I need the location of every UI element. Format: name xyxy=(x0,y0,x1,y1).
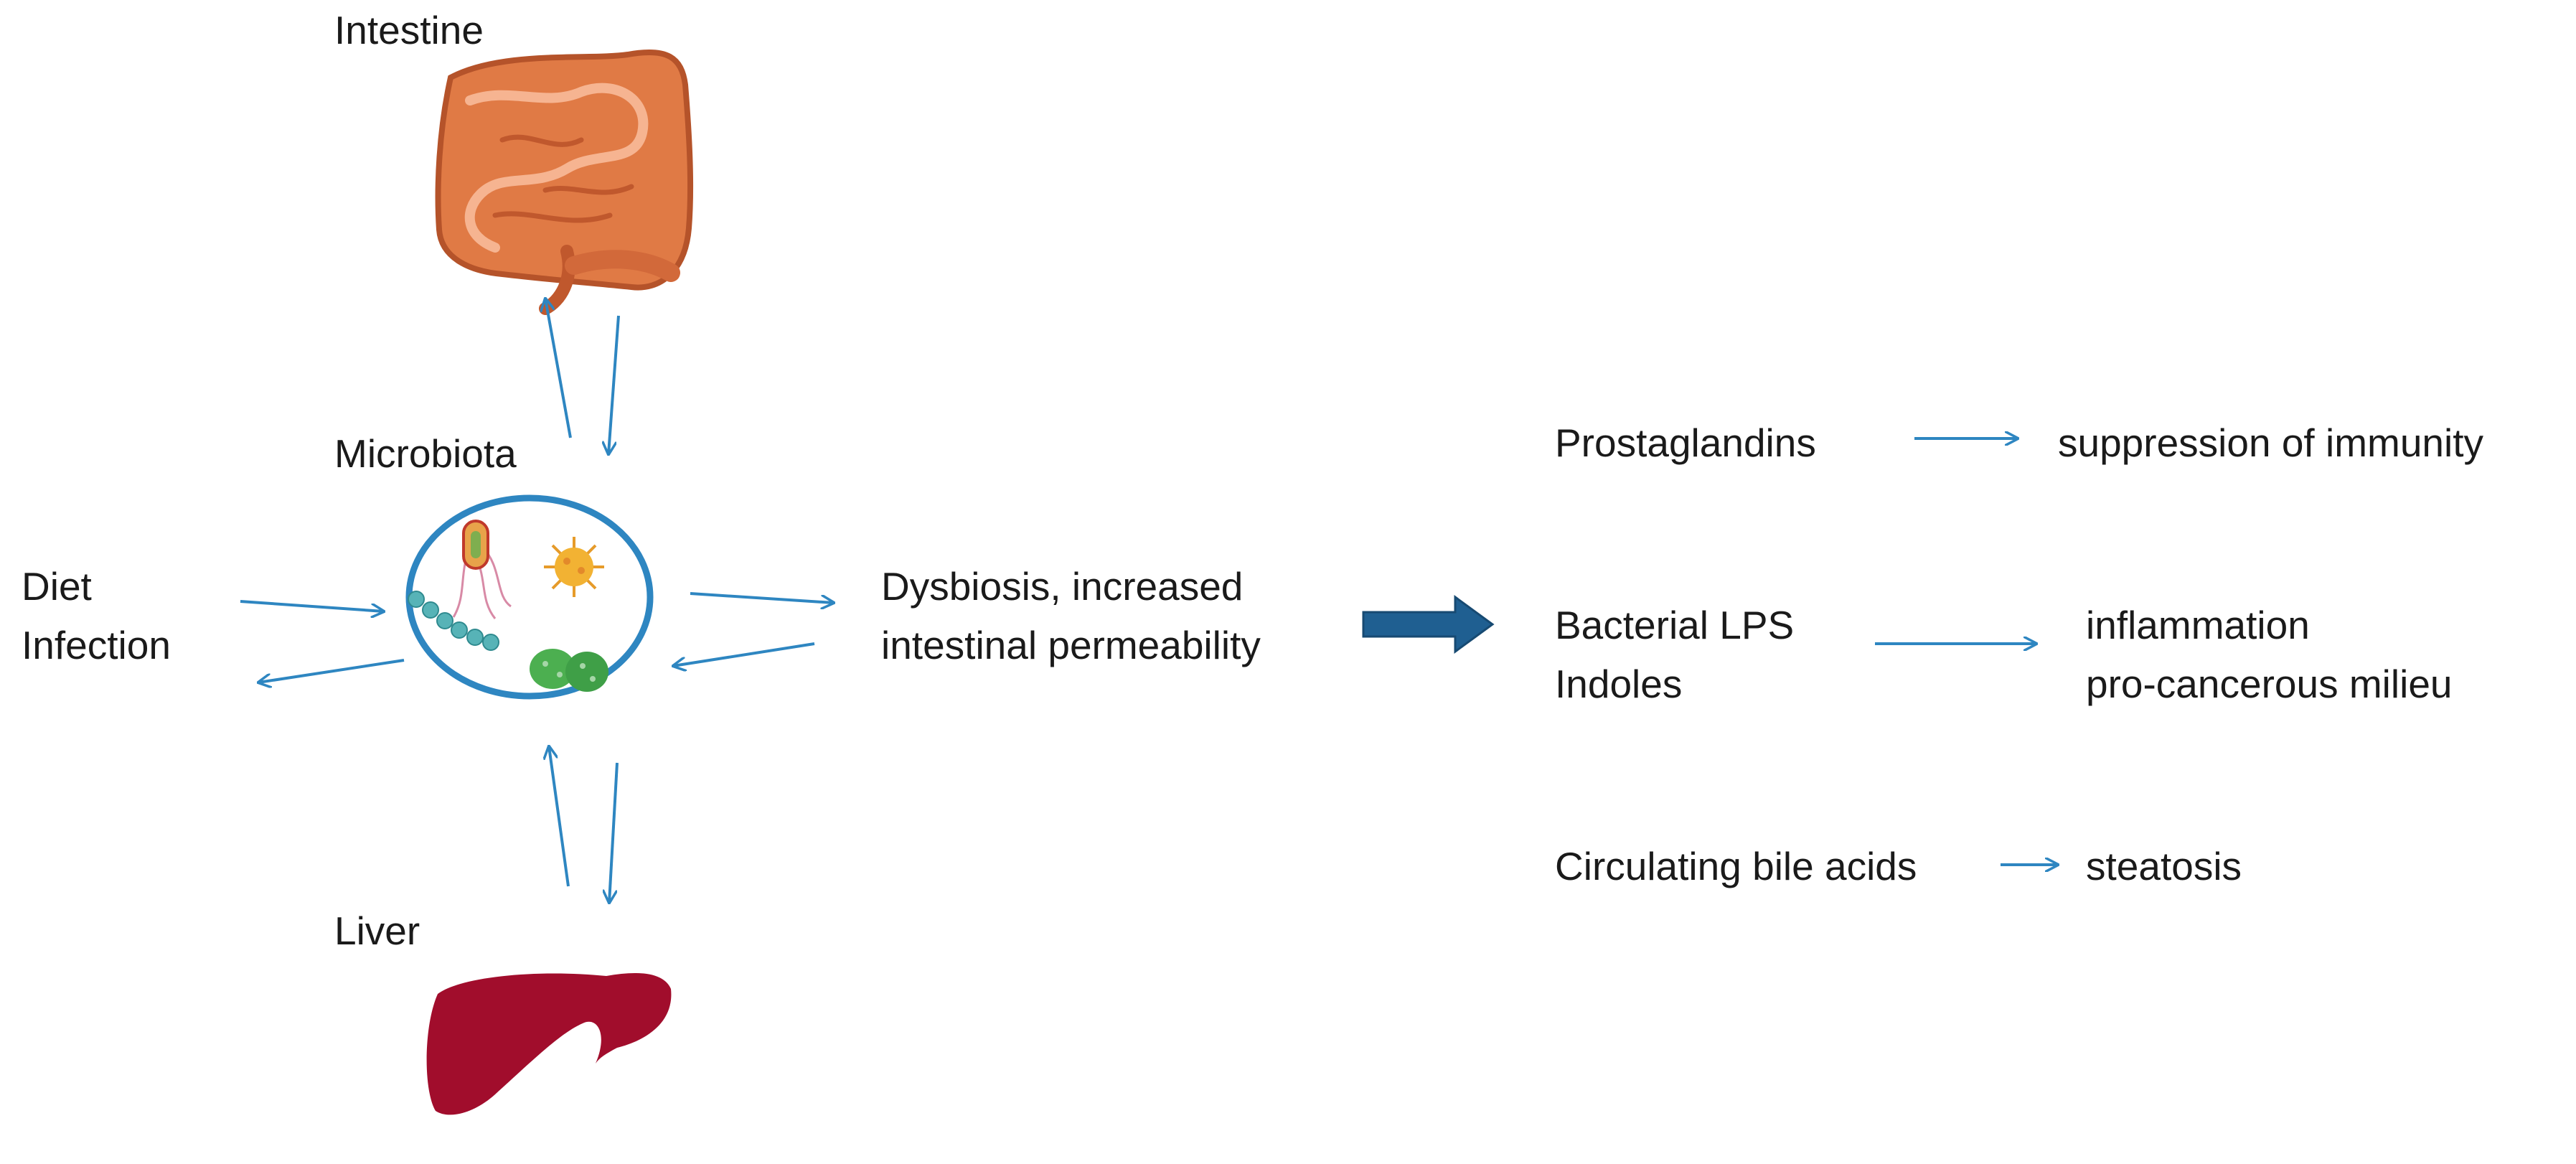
arrow-liver-to-microbiota xyxy=(549,746,570,887)
label-prostaglandins: Prostaglandins xyxy=(1555,421,1816,465)
arrow-microbiota-to-liver xyxy=(609,762,619,903)
label-intestine: Intestine xyxy=(334,8,484,52)
label-infection: Infection xyxy=(22,623,171,667)
liver-icon xyxy=(426,972,672,1115)
arrow-dysbiosis-to-microbiota xyxy=(673,642,815,666)
label-liver: Liver xyxy=(334,909,420,953)
intestine-icon xyxy=(435,49,694,315)
label-suppression-of-immunity: suppression of immunity xyxy=(2058,421,2484,465)
label-dysbiosis-line2: intestinal permeability xyxy=(881,623,1261,667)
arrow-diet-to-microbiota xyxy=(240,600,384,611)
label-diet: Diet xyxy=(22,564,92,609)
label-microbiota: Microbiota xyxy=(334,431,517,476)
label-dysbiosis-line1: Dysbiosis, increased xyxy=(881,564,1244,609)
arrow-microbiota-to-diet xyxy=(258,659,405,682)
block-arrow xyxy=(1362,595,1495,654)
label-pro-cancerous-milieu: pro-cancerous milieu xyxy=(2086,662,2453,706)
microbiota-circle xyxy=(405,494,654,700)
microbe-icon xyxy=(408,520,608,692)
label-circulating-bile-acids: Circulating bile acids xyxy=(1555,844,1917,888)
arrow-microbiota-to-dysbiosis xyxy=(690,592,834,603)
label-steatosis: steatosis xyxy=(2086,844,2242,888)
label-bacterial-lps: Bacterial LPS xyxy=(1555,603,1795,647)
label-inflammation: inflammation xyxy=(2086,603,2310,647)
arrow-microbiota-to-intestine xyxy=(545,299,572,438)
arrow-intestine-to-microbiota xyxy=(608,315,620,454)
label-indoles: Indoles xyxy=(1555,662,1683,706)
